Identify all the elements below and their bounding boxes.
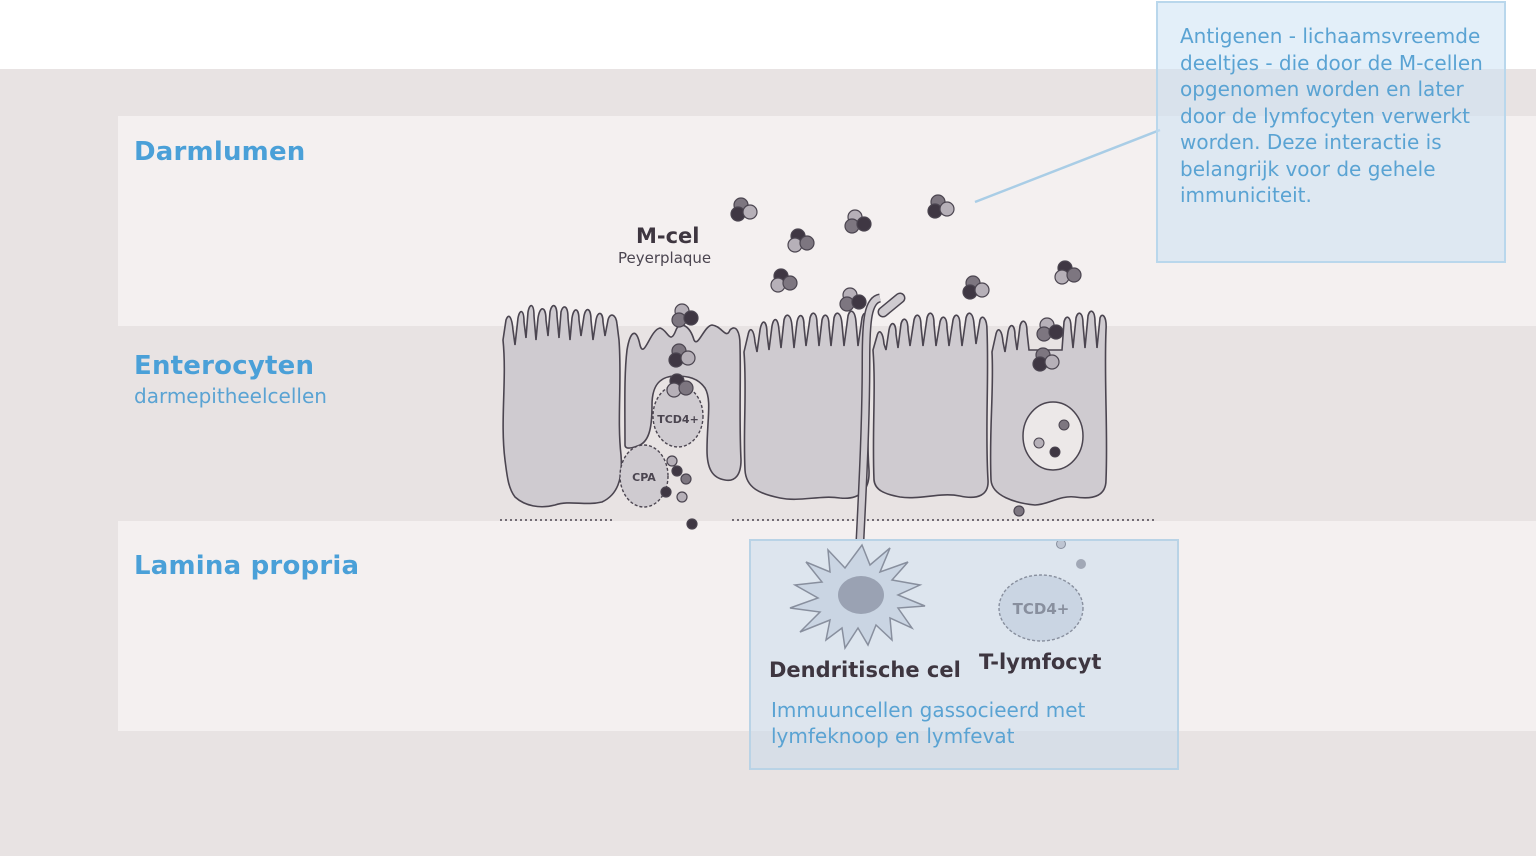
immune-cells-callout: Immuuncellen gassocieerd met lymfeknoop … — [749, 539, 1179, 770]
antigen-cluster — [844, 209, 872, 234]
cpa-label: CPA — [632, 471, 656, 484]
antigen-cluster — [962, 275, 990, 300]
antigen-cluster — [1032, 347, 1060, 372]
antigen-callout-text: Antigenen - lichaamsvreemde deeltjes - d… — [1180, 24, 1483, 207]
m-cell-subtitle: Peyerplaque — [618, 249, 712, 267]
antigen-particle — [1013, 505, 1025, 517]
antigen-particle — [1049, 446, 1061, 458]
layer-subtitle-enterocyten: darmepitheelcellen — [134, 384, 327, 408]
antigen-cluster — [671, 303, 699, 328]
dendrite-process — [857, 295, 882, 541]
enterocyte-4 — [872, 312, 989, 499]
enterocyte-1 — [502, 304, 623, 508]
immune-cells-callout-text: Immuuncellen gassocieerd met lymfeknoop … — [771, 698, 1086, 748]
antigen-cluster — [730, 197, 758, 222]
antigen-particle — [1033, 437, 1045, 449]
antigen-cluster — [927, 194, 955, 219]
antigen-callout: Antigenen - lichaamsvreemde deeltjes - d… — [1156, 1, 1506, 263]
dendritic-cell-title: Dendritische cel — [769, 658, 961, 682]
cpa-cell — [619, 444, 669, 508]
antigen-particle — [660, 486, 672, 498]
antigen-cluster — [668, 343, 696, 368]
dendrite-tip — [879, 294, 904, 316]
tcd4-small-label: TCD4+ — [657, 413, 699, 426]
antigen-cluster — [666, 373, 694, 398]
antigen-cluster — [1036, 317, 1064, 342]
layer-title-enterocyten: Enterocyten — [134, 351, 315, 381]
antigen-particle — [680, 473, 692, 485]
vesicle — [1022, 401, 1084, 471]
t-lymphocyte-title: T-lymfocyt — [979, 650, 1102, 674]
antigen-cluster — [1054, 260, 1082, 285]
layer-title-lamina-propria: Lamina propria — [134, 551, 360, 581]
antigen-particle — [671, 465, 683, 477]
antigen-particle — [666, 455, 678, 467]
m-cell-title: M-cel — [636, 224, 700, 248]
antigen-cluster — [839, 287, 867, 312]
antigen-cluster — [787, 228, 815, 253]
m-cell — [624, 324, 742, 482]
antigen-particle — [686, 518, 698, 530]
enterocyte-3 — [743, 310, 870, 501]
antigen-particle — [676, 491, 688, 503]
callout-pointer-line — [974, 128, 1161, 204]
antigen-cluster — [770, 268, 798, 293]
antigen-particle — [1058, 419, 1070, 431]
layer-title-darmlumen: Darmlumen — [134, 137, 306, 167]
